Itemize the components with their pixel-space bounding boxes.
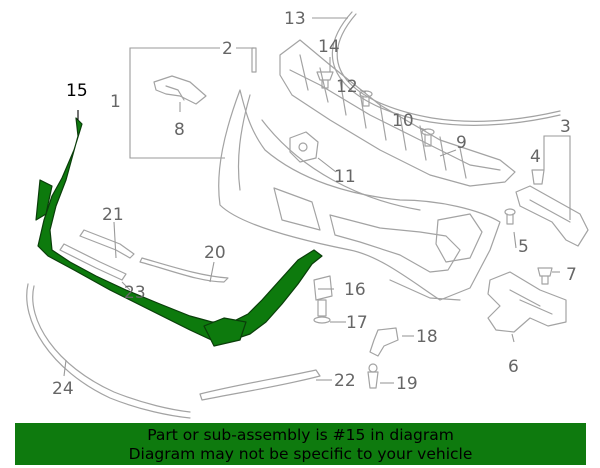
part-20-trim xyxy=(139,257,229,283)
callout-24: 24 xyxy=(52,379,74,399)
callout-5: 5 xyxy=(518,237,529,257)
callout-3: 3 xyxy=(560,117,571,137)
part-3-side-bracket xyxy=(515,135,589,247)
callout-9: 9 xyxy=(456,133,467,153)
callout-22: 22 xyxy=(334,371,356,391)
callout-15: 15 xyxy=(66,81,88,101)
banner-line-2: Diagram may not be specific to your vehi… xyxy=(128,445,473,463)
part-15-lower-valance[interactable] xyxy=(35,117,323,347)
part-9-absorber xyxy=(279,39,516,187)
callout-8: 8 xyxy=(174,120,185,140)
part-14-clip xyxy=(316,71,334,89)
callouts: 1 2 3 4 5 6 7 8 9 10 11 12 13 14 15 16 1… xyxy=(52,9,577,399)
callout-14: 14 xyxy=(318,37,340,57)
part-19-pin xyxy=(367,363,379,389)
part-6-bracket xyxy=(487,271,567,333)
part-13-upper-trim xyxy=(331,11,561,126)
callout-23: 23 xyxy=(124,283,146,303)
part-11-bracket xyxy=(289,131,319,163)
part-7-screw xyxy=(537,267,553,285)
part-1-leader-bracket xyxy=(129,47,225,159)
part-22-trim xyxy=(199,369,321,401)
part-5-screw xyxy=(504,208,516,225)
callout-4: 4 xyxy=(530,147,541,167)
callout-21: 21 xyxy=(102,205,124,225)
callout-16: 16 xyxy=(344,280,366,300)
callout-7: 7 xyxy=(566,265,577,285)
callout-12: 12 xyxy=(336,77,358,97)
part-23-trim xyxy=(59,243,127,281)
callout-18: 18 xyxy=(416,327,438,347)
part-12-screw xyxy=(359,90,373,107)
callout-1: 1 xyxy=(110,92,121,112)
bumper-cover xyxy=(218,89,501,301)
callout-19: 19 xyxy=(396,374,418,394)
callout-11: 11 xyxy=(334,167,356,187)
callout-6: 6 xyxy=(508,357,519,377)
part-18-bracket xyxy=(369,327,399,357)
callout-2: 2 xyxy=(222,39,233,59)
part-17-pin xyxy=(313,299,331,324)
part-4-clip xyxy=(531,169,545,185)
callout-20: 20 xyxy=(204,243,226,263)
part-10-bolt xyxy=(421,128,435,147)
notice-banner: Part or sub-assembly is #15 in diagram D… xyxy=(15,423,586,465)
part-8-emblem xyxy=(153,75,207,105)
callout-17: 17 xyxy=(346,313,368,333)
part-21-trim xyxy=(79,229,135,259)
part-24-strip xyxy=(26,283,191,419)
callout-10: 10 xyxy=(392,111,414,131)
part-2-pin xyxy=(251,47,257,73)
part-16-clip xyxy=(313,275,333,301)
banner-line-1: Part or sub-assembly is #15 in diagram xyxy=(147,426,454,444)
leader-lines xyxy=(63,17,560,384)
callout-13: 13 xyxy=(284,9,306,29)
